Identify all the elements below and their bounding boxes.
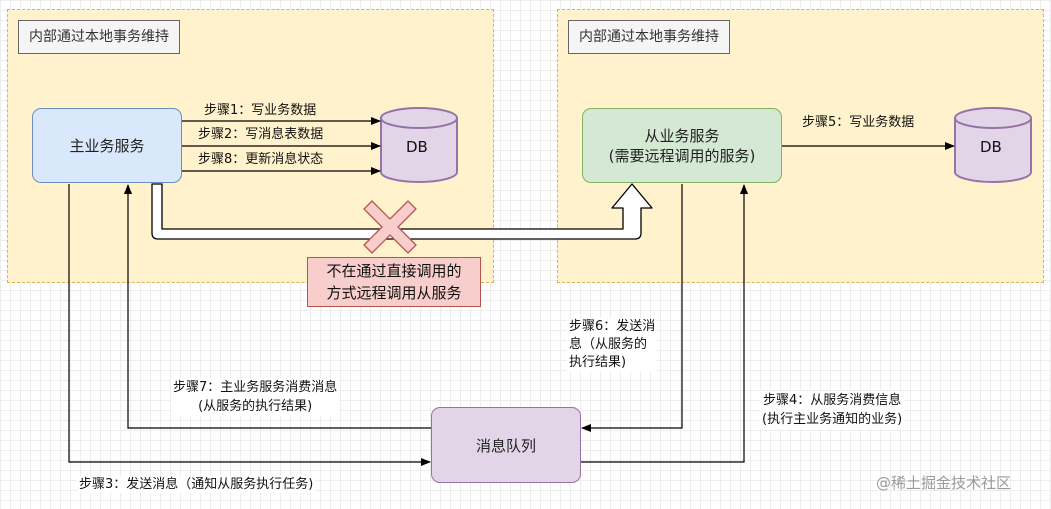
db-right-label: DB: [980, 138, 1002, 156]
watermark: @稀土掘金技术社区: [876, 474, 1012, 492]
direct-call-hollow-arrow: [151, 183, 653, 240]
step7-label: 步骤7：主业务服务消费消息 (从服务的执行结果): [171, 378, 340, 416]
step1-label: 步骤1：写业务数据: [204, 102, 317, 119]
db-left-label: DB: [406, 138, 428, 156]
sub-service-label: 从业务服务: [644, 126, 720, 145]
step4-label: 步骤4：从服务消费信息 (执行主业务通知的业务): [760, 391, 905, 429]
arrow-step3: [68, 184, 431, 466]
arrow-step7: [124, 184, 431, 429]
step7-line2: (从服务的执行结果): [198, 399, 313, 414]
step4-line2: (执行主业务通知的业务): [762, 412, 903, 427]
main-service-label: 主业务服务: [69, 137, 145, 155]
step6-line1: 步骤6：发送消: [569, 319, 656, 334]
no-direct-call-line1: 不在通过直接调用的: [326, 262, 462, 280]
step5-label: 步骤5：写业务数据: [802, 114, 915, 131]
message-queue-label: 消息队列: [475, 436, 536, 455]
sub-service-box: 从业务服务 (需要远程调用的服务): [582, 108, 782, 183]
main-service-box: 主业务服务: [32, 108, 182, 183]
step2-label: 步骤2：写消息表数据: [198, 126, 324, 143]
right-zone-label: 内部通过本地事务维持: [568, 20, 730, 54]
arrow-step4: [581, 184, 748, 463]
no-direct-call-note: 不在通过直接调用的 方式远程调用从服务: [307, 257, 481, 307]
db-left-cylinder: [380, 107, 458, 183]
step3-label: 步骤3：发送消息（通知从服务执行任务): [77, 476, 316, 493]
blocked-cross-icon: [363, 200, 417, 254]
step6-line3: 执行结果): [569, 355, 627, 370]
message-queue-box: 消息队列: [431, 407, 581, 483]
left-zone-label: 内部通过本地事务维持: [18, 20, 180, 54]
sub-service-note: (需要远程调用的服务): [608, 146, 756, 165]
no-direct-call-line2: 方式远程调用从服务: [326, 284, 462, 302]
step6-line2: 息（从服务的: [569, 337, 648, 352]
step6-label: 步骤6：发送消 息（从服务的 执行结果): [567, 318, 658, 372]
db-right-cylinder: [954, 107, 1032, 183]
step8-label: 步骤8：更新消息状态: [198, 151, 324, 168]
step7-line1: 步骤7：主业务服务消费消息: [173, 380, 338, 395]
arrow-step6: [581, 184, 683, 432]
step4-line1: 步骤4：从服务消费信息: [762, 393, 902, 408]
